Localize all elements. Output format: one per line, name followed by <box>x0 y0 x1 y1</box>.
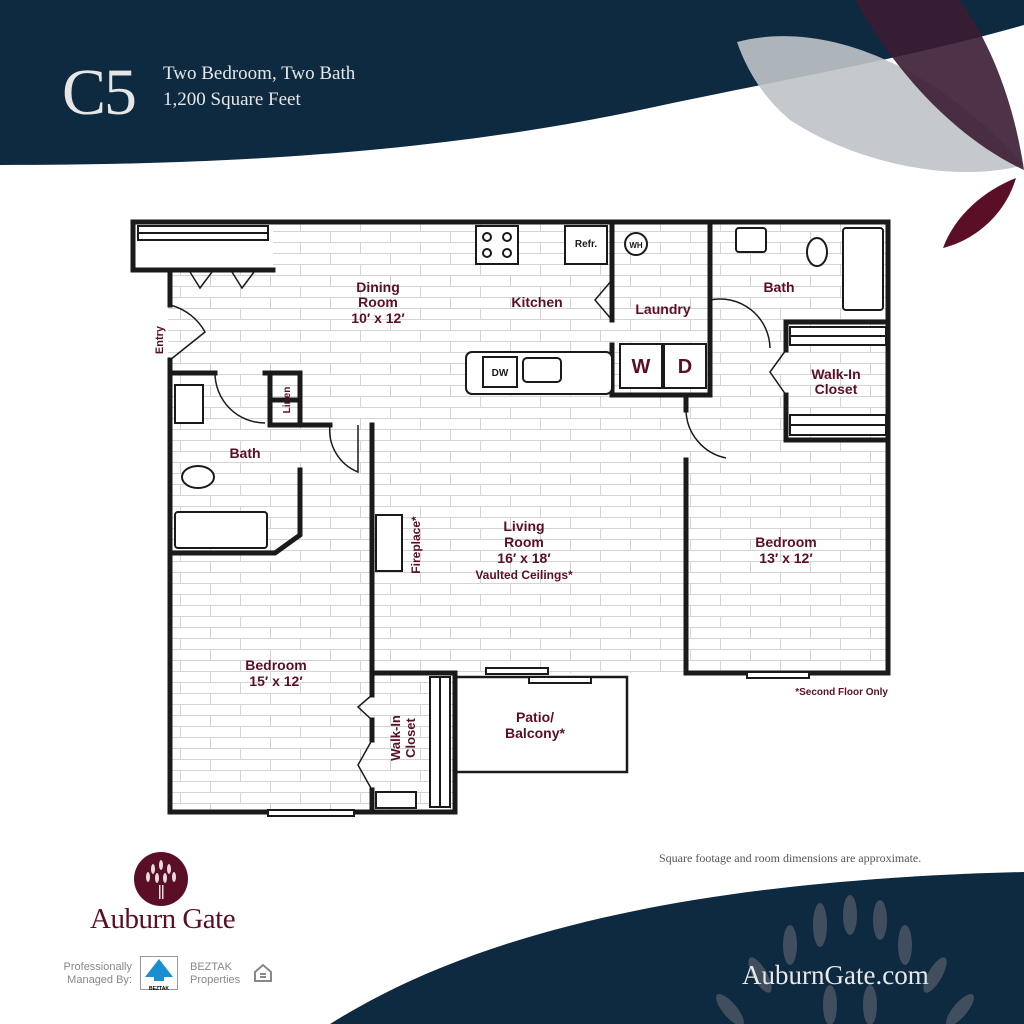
living-room-note: Vaulted Ceilings* <box>475 568 573 582</box>
managed-by-label: Professionally Managed By: <box>60 961 132 987</box>
auburn-gate-tree-logo <box>134 852 188 906</box>
manager-name-line1: BEZTAK <box>190 961 232 973</box>
petal-maroon <box>943 178 1016 248</box>
refrigerator-icon <box>564 225 608 265</box>
master-bath-label: Bath <box>763 279 794 295</box>
sink-icon <box>522 357 562 383</box>
water-heater-label: WH <box>629 241 643 250</box>
master-tub-icon <box>842 227 884 311</box>
patio-label-2: Balcony* <box>505 725 565 741</box>
dining-room-dims: 10′ x 12′ <box>351 310 405 326</box>
dining-room-label-2: Room <box>358 294 398 310</box>
second-floor-footnote: *Second Floor Only <box>795 687 888 698</box>
hall-toilet-icon <box>181 465 215 489</box>
dryer-icon <box>663 343 707 389</box>
fireplace-icon <box>375 514 403 572</box>
water-heater-icon <box>624 232 648 256</box>
living-room-dims: 16′ x 18′ <box>497 550 551 566</box>
managed-by-line1: Professionally <box>63 961 132 973</box>
door-swings <box>169 271 787 791</box>
master-walkin-label-2: Closet <box>815 381 858 397</box>
refrigerator-label: Refr. <box>575 239 597 250</box>
right-bedroom-dims: 13′ x 12′ <box>759 550 813 566</box>
kitchen-label: Kitchen <box>511 294 562 310</box>
hall-bath-label: Bath <box>229 445 260 461</box>
plan-bed-bath: Two Bedroom, Two Bath <box>163 63 356 84</box>
managed-by-line2: Managed By: <box>67 974 132 986</box>
patio-label: Patio/ <box>516 709 554 725</box>
laundry-label: Laundry <box>635 301 690 317</box>
master-walkin-label: Walk-In <box>811 366 860 382</box>
stove-icon <box>475 225 519 265</box>
washer-label: W <box>632 356 651 378</box>
master-sink-icon <box>735 227 767 253</box>
beztak-arrow-icon <box>145 959 173 981</box>
linen-label: Linen <box>282 387 293 414</box>
left-walkin-label-2: Closet <box>403 717 418 757</box>
left-walkin-label: Walk-In <box>388 715 403 761</box>
footer-leaves <box>716 895 974 1024</box>
dining-room-label: Dining <box>356 279 400 295</box>
equal-housing-icon <box>254 964 272 982</box>
beztak-logo-text: BEZTAK <box>149 986 169 992</box>
living-room-label-2: Room <box>504 534 544 550</box>
website-url[interactable]: AuburnGate.com <box>742 960 929 990</box>
left-bedroom-dims: 15′ x 12′ <box>249 673 303 689</box>
manager-name-line2: Properties <box>190 974 241 986</box>
plan-square-feet: 1,200 Square Feet <box>163 89 301 110</box>
left-bedroom-label: Bedroom <box>245 657 306 673</box>
fixtures <box>137 225 887 817</box>
floor-fill <box>133 222 888 812</box>
washer-icon <box>619 343 663 389</box>
fireplace-label: Fireplace* <box>409 516 423 574</box>
disclaimer: Square footage and room dimensions are a… <box>659 851 922 865</box>
hall-tub-icon <box>174 511 268 549</box>
plan-code: C5 <box>62 56 137 129</box>
manager-name: BEZTAK Properties <box>190 961 240 987</box>
hall-sink-icon <box>174 384 204 424</box>
petal-grey <box>737 36 1024 173</box>
beztak-logo: BEZTAK <box>140 956 178 992</box>
dishwasher-label: DW <box>492 368 509 379</box>
entry-label: Entry <box>154 325 166 354</box>
petal-plum <box>855 0 1024 170</box>
living-room-label: Living <box>503 518 544 534</box>
right-bedroom-label: Bedroom <box>755 534 816 550</box>
dryer-label: D <box>678 356 692 378</box>
master-toilet-icon <box>806 237 828 267</box>
auburn-gate-brand-name: Auburn Gate <box>90 903 236 935</box>
